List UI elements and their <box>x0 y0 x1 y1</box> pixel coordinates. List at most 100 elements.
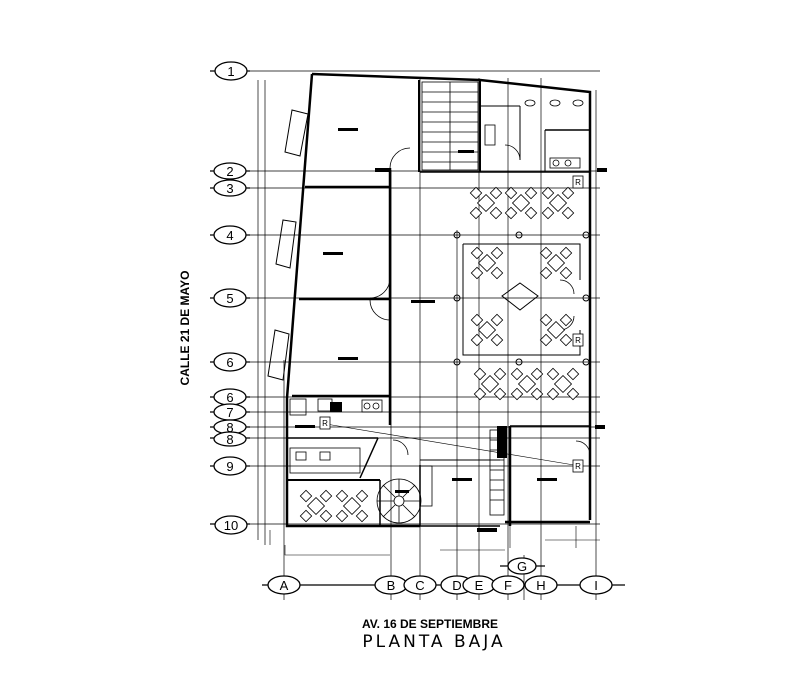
chair <box>541 206 555 220</box>
column-bubble-b: B <box>374 575 408 595</box>
chair <box>490 266 504 280</box>
chair <box>489 206 503 220</box>
dining-tables <box>299 186 580 523</box>
chair <box>510 387 524 401</box>
r-tags: R R R R <box>319 175 584 473</box>
row-bubble-3: 3 <box>210 179 250 197</box>
table-set <box>335 489 369 523</box>
chair <box>490 313 504 327</box>
chair <box>469 186 483 200</box>
r-tag-label: R <box>575 462 581 471</box>
annotation-lines <box>269 423 600 556</box>
chair <box>319 489 333 503</box>
chair <box>546 367 560 381</box>
chair <box>490 246 504 260</box>
chair <box>473 367 487 381</box>
row-label: 5 <box>226 291 233 306</box>
row-bubble-10: 10 <box>210 515 250 535</box>
column-bubble-h: H <box>524 575 558 595</box>
table-set <box>469 186 503 220</box>
chair <box>559 313 573 327</box>
row-label: 6 <box>226 390 233 405</box>
chair <box>541 186 555 200</box>
r-tag-label: R <box>322 419 328 428</box>
row-label: 7 <box>226 405 233 420</box>
table-set <box>473 367 507 401</box>
chair <box>473 387 487 401</box>
table <box>480 374 500 394</box>
chair <box>559 246 573 260</box>
row-bubble-8b: 8 <box>210 431 250 447</box>
chair <box>470 246 484 260</box>
table <box>546 253 566 273</box>
r-tag: R <box>572 333 584 347</box>
chair <box>355 489 369 503</box>
chair <box>539 333 553 347</box>
chair <box>566 387 580 401</box>
chair <box>470 313 484 327</box>
r-tag-label: R <box>575 336 581 345</box>
chair <box>530 367 544 381</box>
chair <box>493 387 507 401</box>
row-label: 9 <box>226 459 233 474</box>
side-street-label: CALLE 21 DE MAYO <box>178 271 192 386</box>
chair <box>490 333 504 347</box>
table <box>553 374 573 394</box>
column-label: H <box>536 578 545 593</box>
table <box>306 496 326 516</box>
chair <box>524 186 538 200</box>
chair <box>504 186 518 200</box>
row-label: 3 <box>226 181 233 196</box>
chair <box>524 206 538 220</box>
column-label: A <box>280 578 289 593</box>
table <box>517 374 537 394</box>
windows <box>267 109 309 381</box>
chair <box>546 387 560 401</box>
row-bubble-9: 9 <box>210 456 250 476</box>
chair <box>335 489 349 503</box>
grid-lines <box>250 70 605 600</box>
row-label: 1 <box>227 64 234 79</box>
chair <box>489 186 503 200</box>
toilet-fixtures <box>484 99 584 169</box>
column-bubble-a: A <box>267 575 301 595</box>
chair <box>493 367 507 381</box>
table-set <box>470 246 504 280</box>
table-set <box>470 313 504 347</box>
column-bubble-f: F <box>491 575 525 595</box>
column-bubble-e: E <box>462 575 496 595</box>
table-set <box>539 313 573 347</box>
table <box>477 253 497 273</box>
column-label: C <box>415 578 424 593</box>
table-set <box>504 186 538 220</box>
column-label: B <box>387 578 396 593</box>
plan-title: PLANTA BAJA <box>362 632 505 652</box>
column-label: I <box>594 578 598 593</box>
table <box>476 193 496 213</box>
chair <box>355 509 369 523</box>
chair <box>299 489 313 503</box>
row-axis-bubbles: 1 2 3 4 5 6 6 7 8 8 9 10 <box>210 61 250 535</box>
chair <box>510 367 524 381</box>
column-label: F <box>504 578 512 593</box>
table-set <box>541 186 575 220</box>
chair <box>539 313 553 327</box>
column-label: G <box>517 559 527 574</box>
row-bubble-7: 7 <box>210 403 250 421</box>
chair <box>299 509 313 523</box>
chair <box>335 509 349 523</box>
table-set <box>299 489 333 523</box>
r-tag: R <box>572 175 584 189</box>
row-bubble-5: 5 <box>210 288 250 308</box>
kitchen-counter <box>289 398 383 474</box>
chair <box>559 333 573 347</box>
column-label: E <box>475 578 484 593</box>
row-bubble-1: 1 <box>210 61 250 81</box>
chair <box>539 246 553 260</box>
r-tag: R <box>319 416 331 430</box>
chair <box>470 333 484 347</box>
row-label: 6 <box>226 355 233 370</box>
stairs-bottom <box>419 429 505 516</box>
chair <box>539 266 553 280</box>
